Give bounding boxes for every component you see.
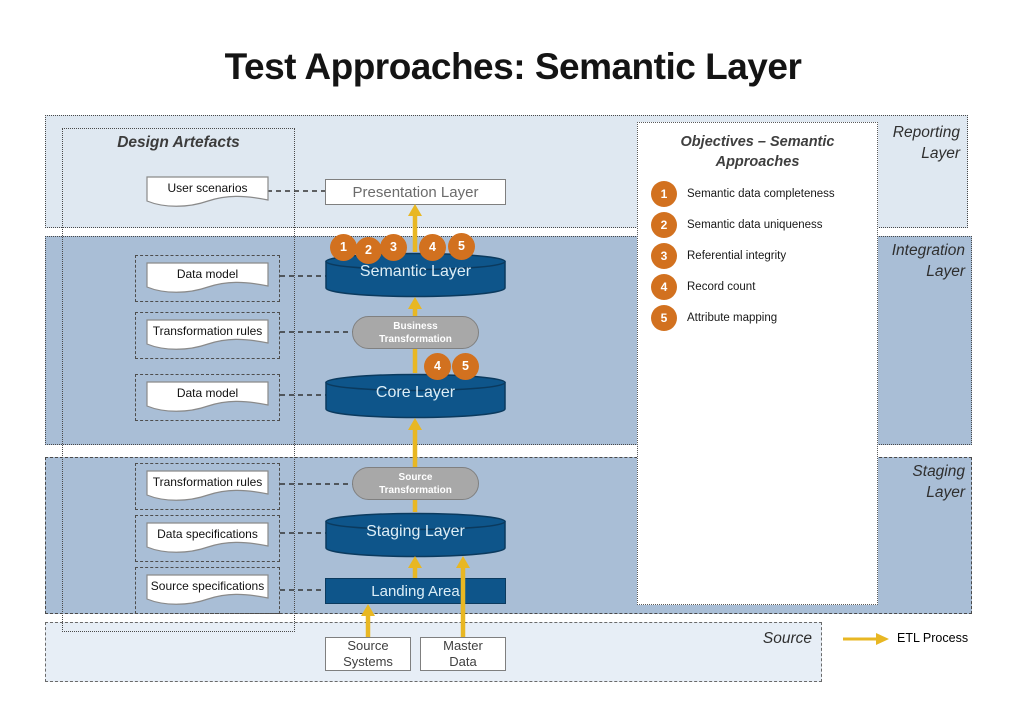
staging-layer-shape-label: Staging Layer: [366, 523, 465, 540]
presentation-layer-box: Presentation Layer: [325, 179, 506, 205]
core-marker-4: 4: [424, 353, 451, 380]
semantic-layer-cylinder: Semantic Layer: [325, 252, 506, 298]
document-shape-icon: [146, 522, 269, 553]
cylinder-shape-icon: [325, 512, 506, 558]
objectives-title: Objectives – Semantic Approaches: [680, 134, 835, 170]
artefact-data-model-1: Data model: [146, 262, 269, 295]
page-title: Test Approaches: Semantic Layer: [224, 46, 802, 87]
objectives-panel: Objectives – Semantic Approaches 1 Seman…: [637, 122, 878, 605]
core-marker-5: 5: [452, 353, 479, 380]
pill-label-line: Business: [393, 320, 438, 332]
artefact-dashed-frame: [135, 515, 280, 562]
document-shape-icon: [146, 176, 269, 207]
etl-process-label: ETL Process: [897, 631, 969, 645]
source-band-label: Source: [762, 630, 812, 647]
artefact-label: User scenarios: [167, 181, 248, 195]
document-shape-icon: [146, 470, 269, 501]
staging-layer-cylinder: Staging Layer: [325, 512, 506, 558]
artefact-dashed-frame: [135, 463, 280, 510]
master-data-line: Master: [443, 637, 483, 653]
artefact-dashed-frame: [135, 374, 280, 421]
objective-number-badge: 2: [651, 212, 677, 238]
objective-label: Referential integrity: [687, 250, 787, 262]
semantic-marker-4: 4: [419, 234, 446, 261]
artefact-dashed-frame: [135, 567, 280, 614]
source-transformation-pill: Source Transformation: [352, 467, 479, 500]
artefact-user-scenarios: User scenarios: [146, 176, 269, 209]
objective-label: Semantic data uniqueness: [687, 219, 823, 231]
design-artefacts-frame: [62, 128, 295, 632]
semantic-marker-5: 5: [448, 233, 475, 260]
artefact-label: Transformation rules: [152, 324, 263, 338]
pill-label-line: Transformation: [379, 484, 452, 496]
staging-layer-label: Staging Layer: [912, 463, 965, 501]
artefact-dashed-frame: [135, 312, 280, 359]
semantic-marker-3: 3: [380, 234, 407, 261]
objective-number-badge: 4: [651, 274, 677, 300]
semantic-layer-label: Semantic Layer: [359, 263, 472, 280]
document-shape-icon: [146, 319, 269, 350]
semantic-marker-2: 2: [355, 237, 382, 264]
objective-label: Attribute mapping: [687, 312, 778, 324]
artefact-dashed-frame: [135, 255, 280, 302]
artefact-label: Data model: [176, 267, 239, 281]
core-layer-cylinder: Core Layer: [325, 373, 506, 419]
landing-area-box: Landing Area: [325, 578, 506, 604]
artefact-data-model-2: Data model: [146, 381, 269, 414]
objective-label: Record count: [687, 281, 756, 293]
semantic-marker-1: 1: [330, 234, 357, 261]
document-shape-icon: [146, 381, 269, 412]
source-systems-box: Source Systems: [325, 637, 411, 671]
source-systems-line: Source: [347, 637, 389, 653]
business-transformation-pill: Business Transformation: [352, 316, 479, 349]
pill-label-line: Source: [398, 471, 433, 483]
core-layer-label: Core Layer: [375, 384, 456, 401]
artefact-label: Data model: [176, 386, 239, 400]
artefact-transformation-rules-1: Transformation rules: [146, 319, 269, 352]
artefact-label: Transformation rules: [152, 475, 263, 489]
objective-label: Semantic data completeness: [687, 188, 835, 200]
document-shape-icon: [146, 262, 269, 293]
source-systems-line: Systems: [343, 654, 393, 669]
master-data-line: Data: [449, 654, 477, 669]
artefact-data-specifications: Data specifications: [146, 522, 269, 555]
master-data-box: Master Data: [420, 637, 506, 671]
objective-number-badge: 3: [651, 243, 677, 269]
objective-number-badge: 5: [651, 305, 677, 331]
design-artefacts-title: Design Artefacts: [117, 134, 240, 151]
reporting-layer-label: Reporting Layer: [892, 124, 960, 162]
integration-layer-label: Integration Layer: [891, 242, 965, 280]
pill-label-line: Transformation: [379, 333, 452, 345]
artefact-transformation-rules-2: Transformation rules: [146, 470, 269, 503]
artefact-label: Data specifications: [157, 527, 258, 541]
etl-legend-arrow-icon: [843, 633, 889, 645]
objective-number-badge: 1: [651, 181, 677, 207]
artefact-label: Source specifications: [150, 579, 265, 593]
document-shape-icon: [146, 574, 269, 605]
artefact-source-specifications: Source specifications: [146, 574, 269, 607]
